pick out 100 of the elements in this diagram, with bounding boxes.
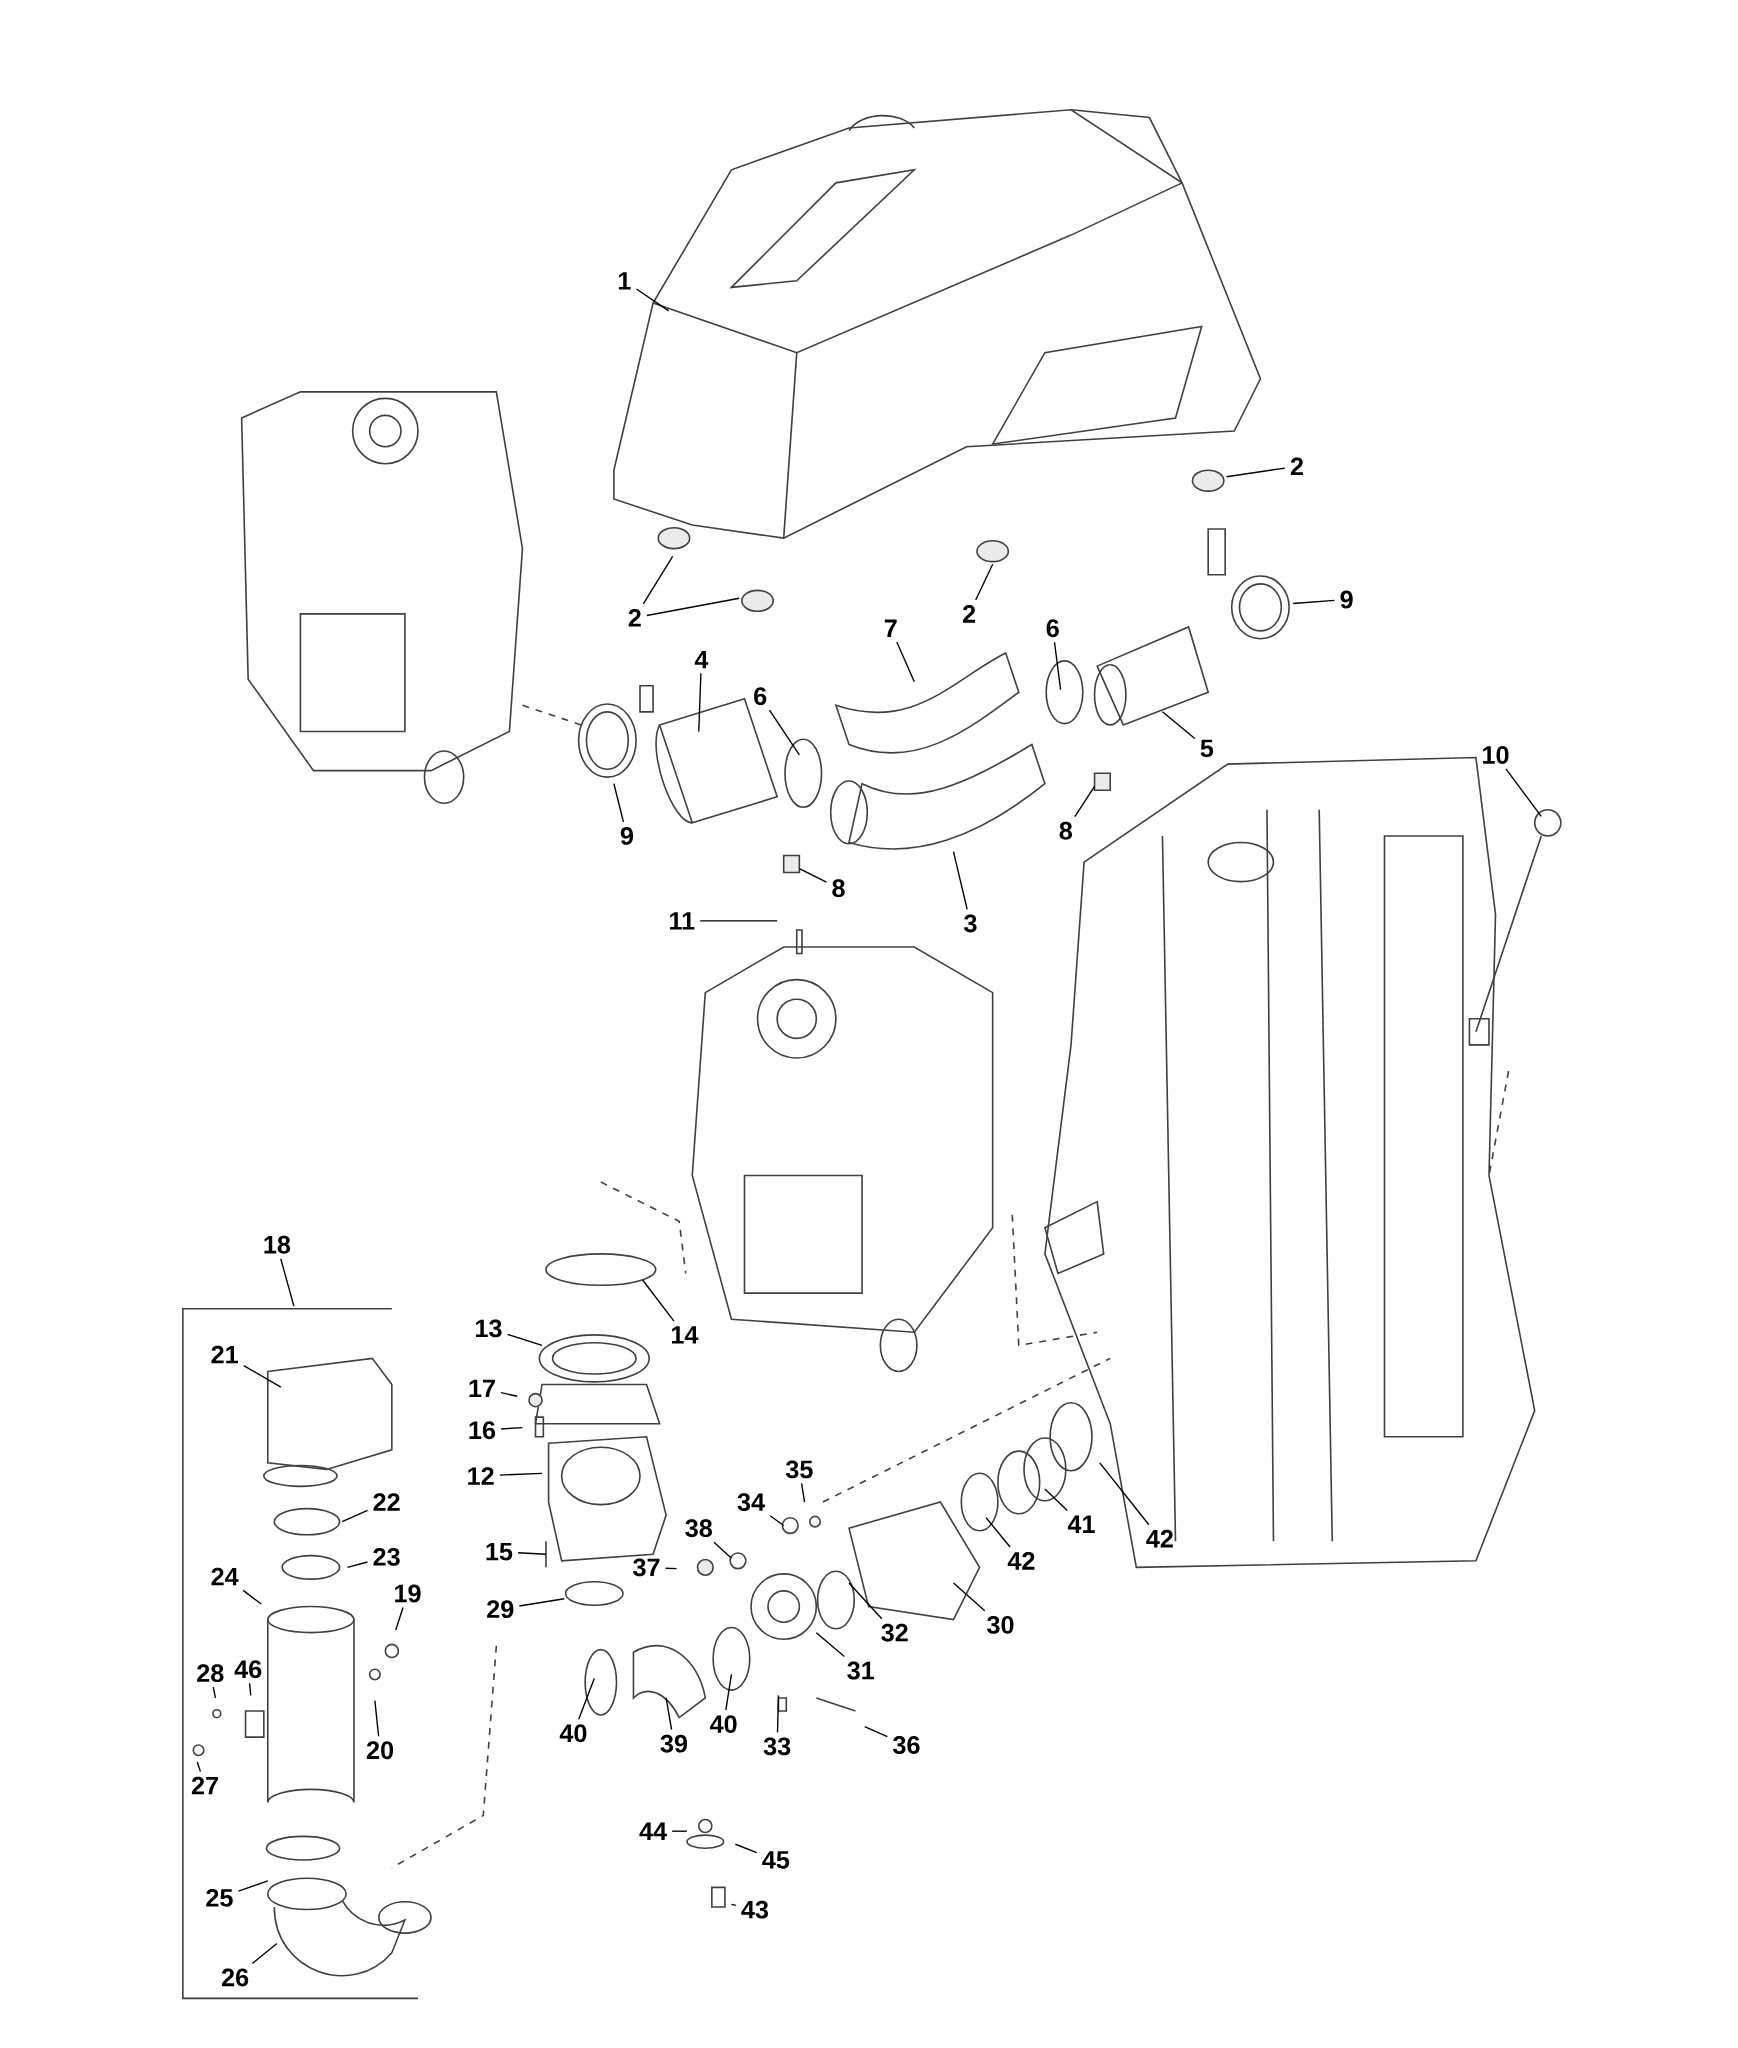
callout-number: 2 bbox=[628, 609, 641, 627]
callout-number: 6 bbox=[1046, 619, 1059, 638]
leader-line bbox=[776, 1694, 779, 1733]
callout-number: 43 bbox=[741, 1900, 768, 1919]
leader-line bbox=[863, 1726, 888, 1738]
callout-number: 45 bbox=[762, 1851, 789, 1869]
callout-number: 35 bbox=[785, 1460, 813, 1479]
leader-line bbox=[724, 1673, 732, 1711]
callout-number: 37 bbox=[632, 1558, 660, 1577]
leader-line bbox=[1073, 785, 1095, 818]
leader-line bbox=[665, 1697, 673, 1731]
leader-line bbox=[641, 1279, 675, 1322]
callout-number: 13 bbox=[475, 1319, 502, 1338]
callout-number: 39 bbox=[660, 1734, 687, 1753]
leader-line bbox=[730, 1903, 737, 1906]
leader-line bbox=[242, 1589, 262, 1605]
leader-line bbox=[506, 1333, 543, 1346]
callout-number: 40 bbox=[709, 1715, 737, 1734]
leader-line bbox=[635, 288, 670, 312]
callout-number: 41 bbox=[1067, 1515, 1095, 1533]
callout-number: 36 bbox=[892, 1736, 920, 1754]
callout-number: 8 bbox=[1059, 821, 1072, 840]
callout-number: 16 bbox=[469, 1421, 495, 1440]
leader-line bbox=[699, 920, 778, 922]
callout-number: 14 bbox=[671, 1326, 699, 1344]
leader-line bbox=[798, 867, 827, 883]
leader-line bbox=[974, 563, 994, 601]
callout-number: 38 bbox=[685, 1519, 712, 1538]
callout-number: 40 bbox=[559, 1724, 587, 1743]
leader-line bbox=[671, 1830, 688, 1832]
leader-line bbox=[346, 1561, 368, 1569]
leader-line bbox=[237, 1880, 269, 1892]
callout-number: 11 bbox=[669, 912, 695, 930]
leader-line bbox=[242, 1364, 282, 1388]
leader-line bbox=[394, 1606, 404, 1631]
callout-number: 26 bbox=[221, 1968, 248, 1987]
callout-number: 21 bbox=[211, 1345, 238, 1364]
leader-line bbox=[341, 1509, 368, 1523]
callout-number: 1 bbox=[618, 272, 631, 290]
leader-line bbox=[373, 1699, 380, 1737]
leader-line bbox=[518, 1598, 565, 1607]
callout-number: 32 bbox=[881, 1623, 908, 1642]
callout-number: 42 bbox=[1146, 1529, 1173, 1548]
leader-line bbox=[517, 1552, 547, 1555]
callout-number: 2 bbox=[1290, 457, 1303, 476]
callout-number: 20 bbox=[366, 1741, 393, 1760]
leader-line bbox=[952, 1582, 986, 1612]
callout-number: 15 bbox=[486, 1542, 513, 1561]
callout-number: 22 bbox=[373, 1493, 400, 1511]
leader-line bbox=[1044, 1488, 1068, 1512]
callout-number: 31 bbox=[847, 1661, 874, 1680]
callout-number: 5 bbox=[1200, 739, 1213, 758]
leader-line bbox=[1161, 711, 1196, 740]
leader-line bbox=[895, 641, 915, 683]
leader-line bbox=[642, 555, 674, 605]
callout-number: 25 bbox=[206, 1888, 233, 1907]
callout-number: 23 bbox=[373, 1548, 400, 1566]
callout-number: 8 bbox=[832, 879, 845, 898]
callout-number: 4 bbox=[694, 650, 709, 669]
callout-number: 9 bbox=[620, 827, 633, 845]
leader-line bbox=[1292, 599, 1335, 605]
callout-number: 17 bbox=[469, 1379, 495, 1398]
callout-number: 7 bbox=[884, 619, 897, 637]
leader-line bbox=[251, 1942, 278, 1965]
leader-line bbox=[1225, 467, 1286, 478]
callout-number: 3 bbox=[963, 914, 977, 933]
callout-number: 12 bbox=[468, 1467, 494, 1485]
callout-number: 6 bbox=[753, 687, 767, 706]
leader-line bbox=[985, 1517, 1011, 1548]
leader-line bbox=[848, 1582, 883, 1620]
leader-line bbox=[612, 783, 624, 823]
leader-line bbox=[212, 1686, 216, 1699]
callout-number: 34 bbox=[737, 1493, 765, 1511]
leader-line bbox=[768, 709, 800, 756]
callout-number: 18 bbox=[264, 1235, 290, 1254]
callout-number: 33 bbox=[763, 1737, 791, 1756]
leader-line bbox=[279, 1258, 295, 1307]
leader-line bbox=[500, 1426, 523, 1430]
callout-number: 27 bbox=[191, 1776, 218, 1795]
callout-number: 28 bbox=[196, 1664, 224, 1683]
callout-number: 30 bbox=[986, 1615, 1014, 1634]
leader-line bbox=[645, 597, 740, 617]
leader-line bbox=[1053, 641, 1062, 691]
leader-line bbox=[734, 1843, 758, 1854]
callout-number: 9 bbox=[1340, 590, 1353, 609]
leader-line bbox=[800, 1482, 806, 1503]
leader-line bbox=[697, 672, 702, 733]
leader-line bbox=[196, 1761, 201, 1773]
callout-number: 2 bbox=[962, 605, 975, 623]
leader-line bbox=[248, 1682, 252, 1697]
callout-number: 10 bbox=[1482, 746, 1509, 764]
leader-line bbox=[498, 1472, 543, 1476]
callout-number: 29 bbox=[486, 1600, 514, 1619]
callout-number: 42 bbox=[1007, 1552, 1035, 1570]
callout-number: 46 bbox=[234, 1660, 262, 1679]
leader-line bbox=[577, 1677, 595, 1720]
leader-line bbox=[1505, 768, 1542, 818]
leader-line bbox=[815, 1632, 845, 1658]
leader-line bbox=[713, 1541, 732, 1559]
leader-line bbox=[664, 1567, 678, 1570]
